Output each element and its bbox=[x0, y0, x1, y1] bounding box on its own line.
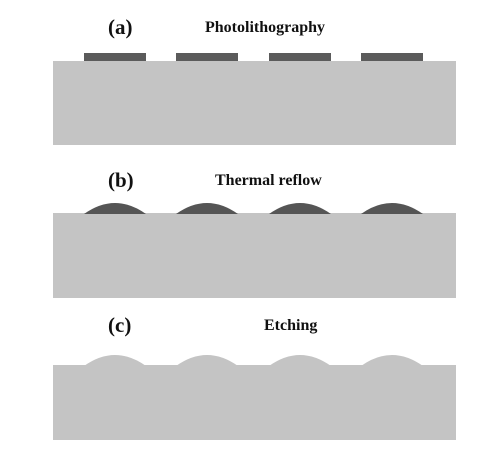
reflowed-lens-b-2 bbox=[176, 203, 238, 214]
step-b-title: Thermal reflow bbox=[215, 172, 322, 189]
etched-lens-c-3 bbox=[269, 355, 331, 366]
etched-lens-c-2 bbox=[176, 355, 238, 366]
resist-pattern-a-2 bbox=[176, 53, 238, 61]
substrate-a bbox=[53, 61, 456, 145]
step-a-title: Photolithography bbox=[205, 19, 325, 36]
step-c-panel: (c) Etching bbox=[53, 313, 456, 440]
substrate-c bbox=[53, 365, 456, 440]
step-c-title: Etching bbox=[264, 317, 317, 334]
resist-pattern-a-4 bbox=[361, 53, 423, 61]
resist-pattern-a-1 bbox=[84, 53, 146, 61]
substrate-b bbox=[53, 213, 456, 298]
step-a-label: (a) bbox=[108, 15, 133, 39]
resist-pattern-a-3 bbox=[269, 53, 331, 61]
reflowed-lens-b-3 bbox=[269, 203, 331, 214]
step-b-label: (b) bbox=[108, 168, 134, 192]
etched-lens-c-4 bbox=[361, 355, 423, 366]
etched-lens-c-1 bbox=[84, 355, 146, 366]
step-a-panel: (a) Photolithography bbox=[53, 15, 456, 145]
step-c-label: (c) bbox=[108, 313, 131, 337]
step-b-panel: (b) Thermal reflow bbox=[53, 168, 456, 298]
reflowed-lens-b-1 bbox=[84, 203, 146, 214]
reflowed-lens-b-4 bbox=[361, 203, 423, 214]
